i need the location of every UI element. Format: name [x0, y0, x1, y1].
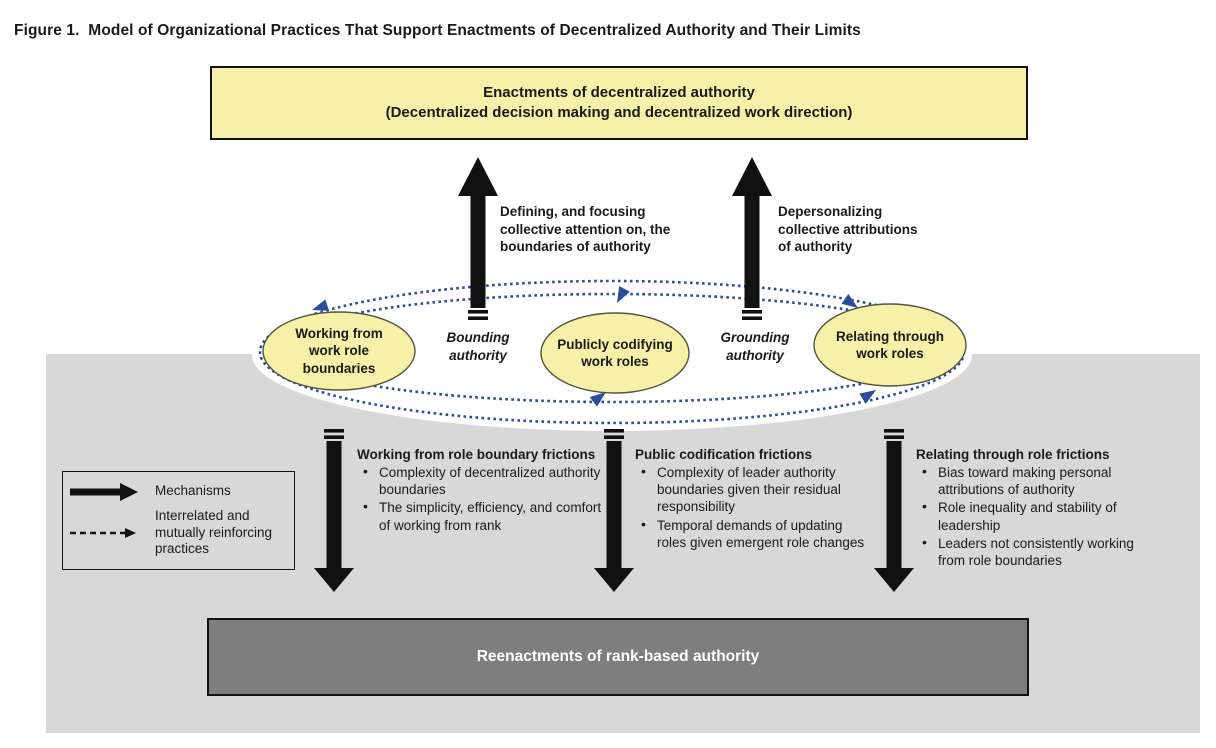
figure-title: Figure 1. Model of Organizational Practi… — [14, 22, 861, 39]
friction-bullet: Complexity of decentralized authority bo… — [357, 463, 605, 498]
friction-bullet: Temporal demands of updating roles given… — [635, 516, 875, 551]
practice-ellipse-working-from-boundaries — [262, 311, 416, 391]
between-label-grounding-authority: Grounding authority — [720, 330, 790, 363]
down-arrow-right — [874, 429, 914, 592]
legend-label: Interrelated and mutually reinforcing pr… — [155, 507, 273, 557]
enactments-box-line2: (Decentralized decision making and decen… — [385, 104, 853, 121]
down-arrow-left — [314, 429, 354, 592]
mechanism-label-depersonalizing: Depersonalizing collective attributions … — [778, 204, 918, 255]
between-label-bounding-authority: Bounding authority — [446, 330, 510, 363]
rank-authority-label: Reenactments of rank-based authority — [476, 648, 760, 665]
friction-bullet-list: Bias toward making personal attributions… — [916, 463, 1158, 569]
friction-bullet: Role inequality and stability of leaders… — [916, 498, 1158, 533]
practice-ellipse-publicly-codifying — [540, 312, 690, 394]
solid-arrow-icon — [69, 482, 145, 501]
practice-label-relating-through-roles: Relating through work roles — [836, 328, 944, 361]
up-arrow-left — [458, 157, 498, 320]
friction-bullet: Bias toward making personal attributions… — [916, 463, 1158, 498]
legend-box: Mechanisms Interrelated and mutually rei… — [62, 471, 295, 570]
friction-bullet-list: Complexity of decentralized authority bo… — [357, 463, 605, 534]
friction-bullet: Leaders not consistently working from ro… — [916, 534, 1158, 569]
loop-arrowhead — [617, 286, 630, 303]
loop-arrowhead — [841, 293, 858, 308]
down-arrow-middle — [594, 429, 634, 592]
friction-heading: Public codification frictions — [635, 447, 813, 462]
friction-block-relating-through-roles: Relating through role frictions Bias tow… — [916, 446, 1158, 570]
legend-item-mechanisms: Mechanisms — [69, 482, 288, 501]
loop-arrowhead — [312, 299, 330, 311]
rank-authority-box: Reenactments of rank-based authority — [207, 618, 1029, 696]
practice-label-working-from-boundaries: Working from work role boundaries — [295, 326, 383, 376]
legend-item-interrelated-practices: Interrelated and mutually reinforcing pr… — [69, 508, 288, 559]
friction-block-working-from-boundaries: Working from role boundary frictions Com… — [357, 446, 605, 535]
legend-label: Mechanisms — [155, 483, 231, 499]
loop-arrowhead — [859, 390, 876, 404]
friction-heading: Working from role boundary frictions — [357, 447, 596, 462]
enactments-box: Enactments of decentralized authority (D… — [210, 66, 1028, 140]
practice-label-publicly-codifying: Publicly codifying work roles — [557, 336, 673, 369]
enactments-box-line1: Enactments of decentralized authority — [483, 83, 755, 101]
friction-bullet: Complexity of leader authority boundarie… — [635, 463, 875, 515]
friction-bullet-list: Complexity of leader authority boundarie… — [635, 463, 875, 551]
practice-ellipse-relating-through-roles — [813, 303, 967, 387]
loop-arrowhead — [589, 392, 606, 407]
mechanism-label-defining: Defining, and focusing collective attent… — [500, 204, 671, 255]
friction-block-public-codification: Public codification frictions Complexity… — [635, 446, 875, 552]
dashed-arrow-icon — [69, 526, 145, 540]
up-arrow-right — [732, 157, 772, 320]
friction-heading: Relating through role frictions — [916, 447, 1110, 462]
friction-bullet: The simplicity, efficiency, and comfort … — [357, 498, 605, 533]
